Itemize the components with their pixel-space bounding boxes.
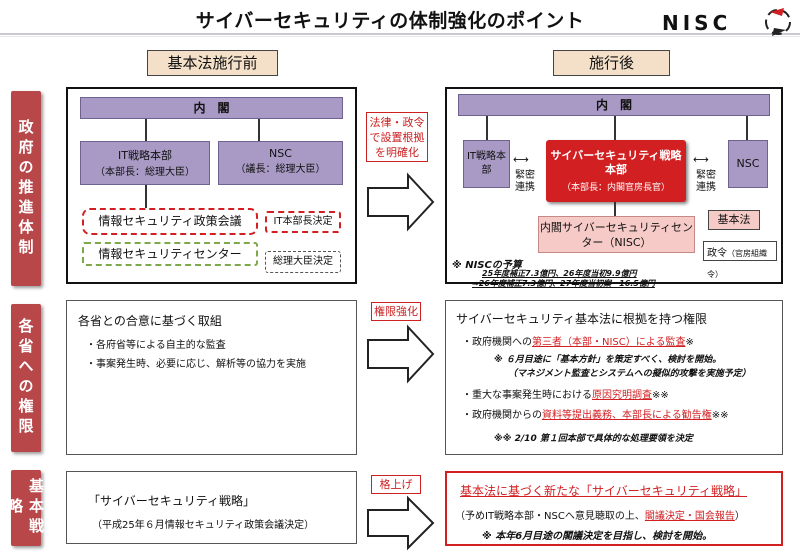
cabinet-box-before: 内 閣: [80, 97, 343, 119]
strategy-before-title: 「サイバーセキュリティ戦略」: [88, 494, 256, 508]
nsc-head: （議長：総理大臣）: [235, 164, 326, 175]
note-1a: ※ ６月目途に「基本方針」を策定すべく、検討を開始。: [494, 355, 722, 365]
nisc-logo-icon: [765, 8, 791, 36]
arrow3-callout: 格上げ: [371, 475, 421, 494]
right-arrow-icon: [367, 324, 435, 384]
connector: [486, 116, 488, 140]
ministries-before-heading: 各省との合意に基づく取組: [78, 314, 222, 328]
nisc-logo-text: NISC: [662, 11, 732, 35]
council-note-box: IT本部長決定: [265, 211, 341, 233]
budget-line-2: ⇒26年度補正7.3億円、27年度当初案 16.5億円: [472, 279, 655, 288]
connector: [614, 116, 616, 140]
connector: [746, 116, 748, 140]
before-column-header: 基本法施行前: [147, 50, 278, 76]
it-hq-box-before: IT戦略本部 （本部長：総理大臣）: [80, 141, 210, 185]
nsc-label: NSC: [269, 147, 292, 160]
it-hq-box-after: IT戦略本部: [463, 140, 510, 188]
side-label-ministries: 各省への権限: [11, 304, 41, 452]
arrow2-callout: 権限強化: [371, 302, 421, 321]
budget-title: ※ NISCの予算: [452, 260, 522, 271]
center-note-box: 総理大臣決定: [265, 251, 341, 273]
security-center-box: 情報セキュリティセンター: [82, 242, 258, 266]
side-label-strategy: 基本戦略: [6, 470, 45, 546]
double-arrow-left-icon: ⟷: [513, 153, 529, 166]
strategy-after-note: ※ 本年6月目途の閣議決定を目指し、検討を開始。: [482, 531, 713, 542]
strategy-after-title: 基本法に基づく新たな「サイバーセキュリティ戦略」: [460, 484, 748, 498]
right-arrow-icon: [367, 495, 435, 551]
double-arrow-right-icon: ⟷: [693, 153, 709, 166]
title-divider: [0, 33, 800, 35]
note-2: ※※ 2/10 第１回本部で具体的な処理要領を決定: [494, 434, 693, 444]
after-column-header: 施行後: [553, 50, 670, 76]
security-policy-council-box: 情報セキュリティ政策会議: [82, 208, 258, 235]
ordinance-box: 政令（官房組織令）: [703, 241, 777, 279]
cyber-hq-head: （本部長：内閣官房長官）: [561, 183, 670, 193]
nsc-box-after: NSC: [728, 140, 768, 188]
basic-law-box: 基本法: [708, 210, 760, 230]
coop-right-label: 緊密連携: [696, 170, 716, 193]
strategy-after-sub: （予めIT戦略本部・NSCへ意見聴取の上、閣議決定・国会報告）: [455, 511, 745, 522]
list-item: ・事案発生時、必要に応じ、解析等の協力を実施: [86, 359, 306, 370]
it-hq-head: （本部長：総理大臣）: [95, 167, 195, 178]
ministries-after-panel: [445, 300, 783, 455]
ordinance-label: 政令: [707, 248, 727, 259]
right-arrow-icon: [367, 172, 435, 232]
strategy-before-panel: [66, 471, 357, 544]
connector: [258, 119, 260, 141]
budget-line-1: 25年度補正7.3億円、26年度当初9.9億円: [482, 269, 637, 278]
list-item: ・各府省等による自主的な監査: [86, 340, 226, 351]
it-hq-label: IT戦略本部: [118, 149, 172, 162]
connector: [145, 119, 147, 141]
title-divider-shadow: [0, 36, 800, 37]
nsc-box-before: NSC （議長：総理大臣）: [218, 141, 343, 185]
cyber-hq-label: サイバーセキュリティ戦略本部: [550, 149, 682, 176]
strategy-after-panel: [445, 471, 783, 546]
nisc-box: 内閣サイバーセキュリティセンター（NISC）: [538, 216, 695, 253]
list-item: ・政府機関からの資料等提出義務、本部長による勧告権※※: [462, 410, 729, 421]
ordinance-note: （官房組織令）: [707, 249, 767, 279]
cyber-security-hq-box: サイバーセキュリティ戦略本部 （本部長：内閣官房長官）: [546, 140, 686, 202]
note-1b: （マネジメント監査とシステムへの擬似的攻撃を実施予定）: [508, 369, 751, 379]
list-item: ・政府機関への第三者（本部・NISC）による監査※: [462, 337, 694, 348]
coop-left-label: 緊密連携: [515, 170, 535, 193]
cabinet-box-after: 内 閣: [458, 94, 770, 116]
arrow1-callout: 法律・政令で設置根拠を明確化: [366, 112, 428, 162]
strategy-before-sub: （平成25年６月情報セキュリティ政策会議決定）: [92, 520, 315, 531]
list-item: ・重大な事案発生時における原因究明調査※※: [462, 390, 669, 401]
page-title: サイバーセキュリティの体制強化のポイント: [195, 10, 585, 32]
connector: [145, 185, 147, 208]
ministries-before-panel: [66, 300, 357, 455]
side-label-govt: 政府の推進体制: [11, 91, 41, 286]
ministries-after-heading: サイバーセキュリティ基本法に根拠を持つ権限: [456, 312, 708, 326]
connector: [614, 202, 616, 216]
